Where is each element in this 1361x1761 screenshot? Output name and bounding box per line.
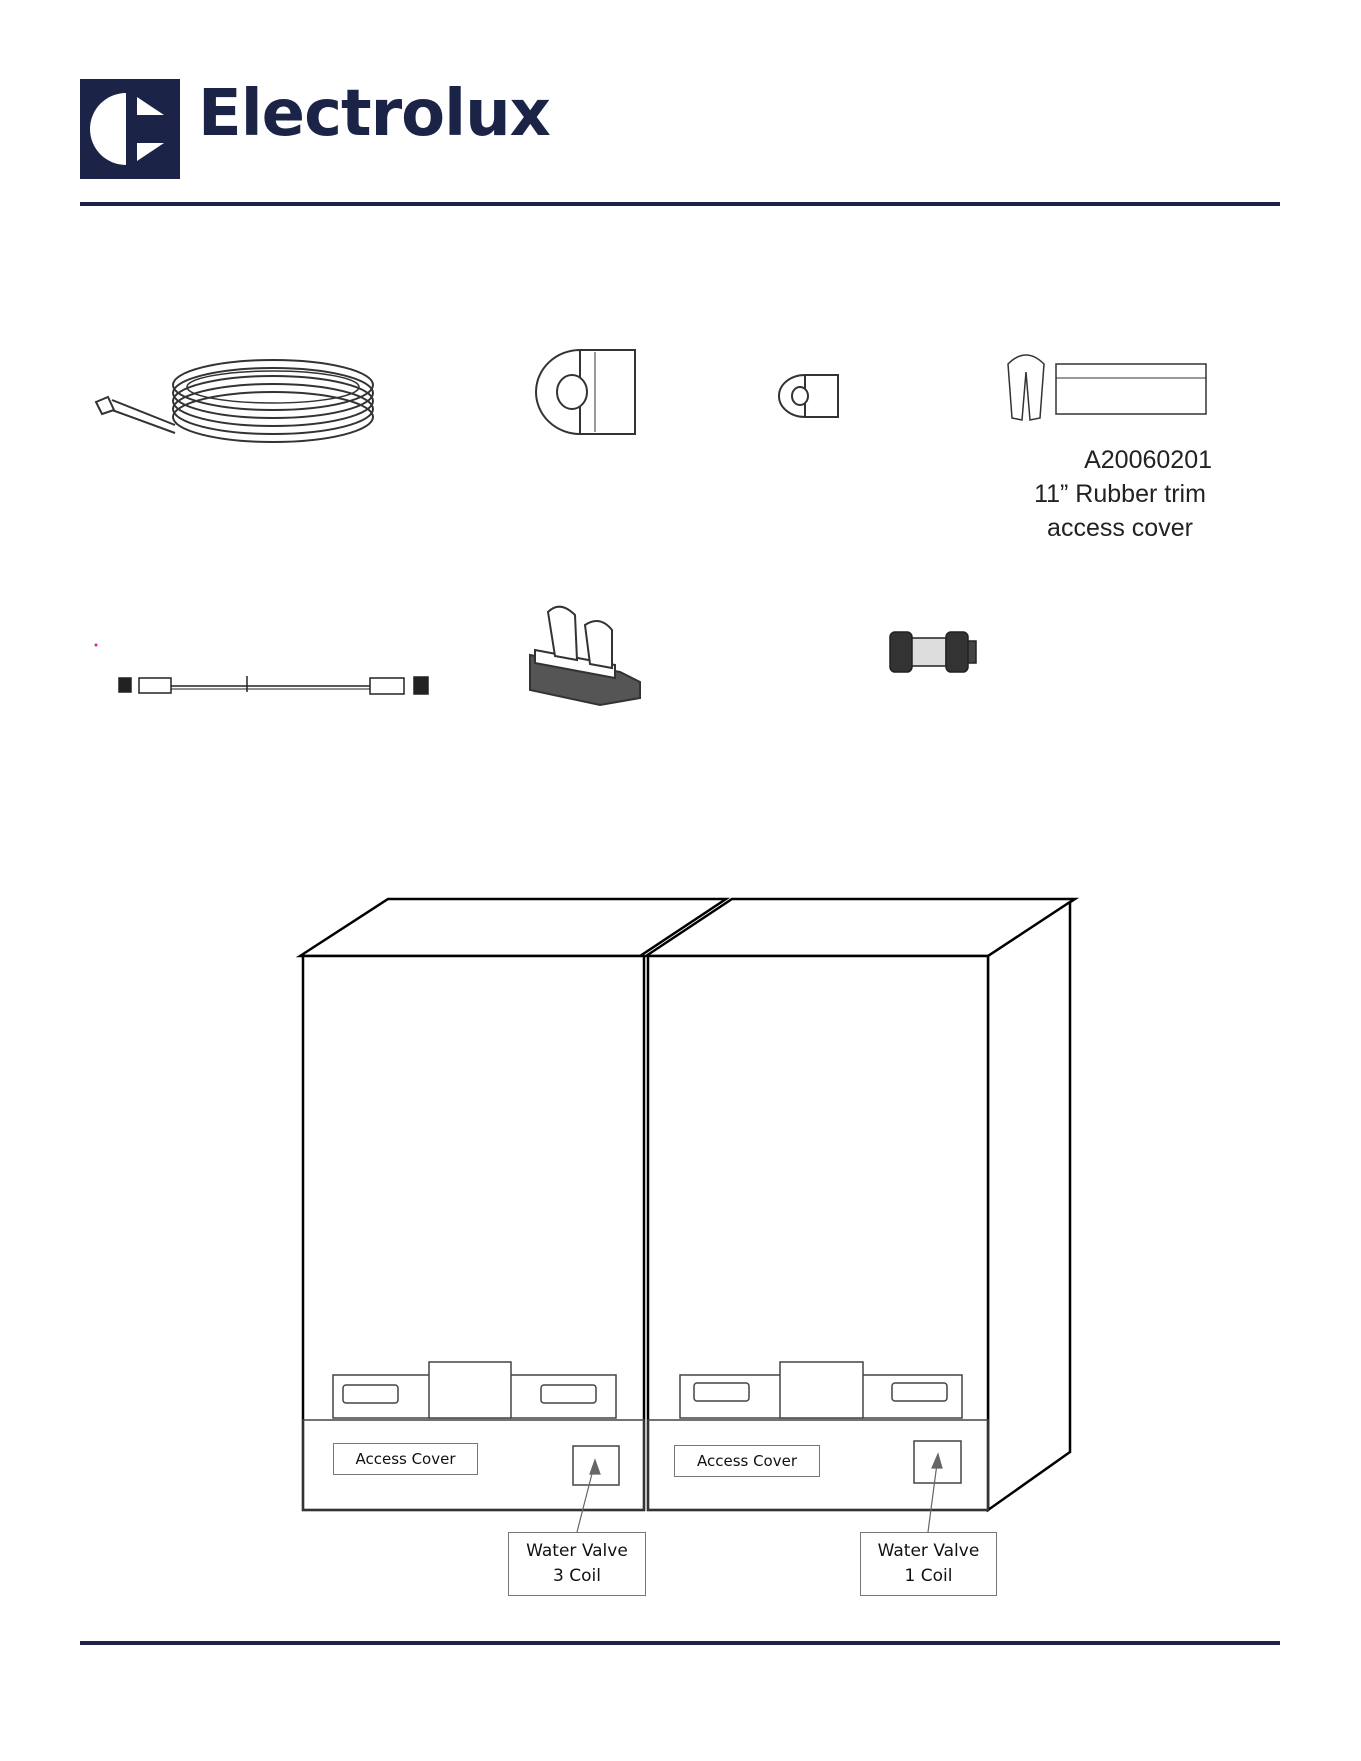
tie-mount-image [530,607,640,705]
right-cabinet-side [988,902,1070,1510]
right-valve-label-line2: 1 Coil [861,1564,996,1589]
rubber-trim-caption: A20060201 11” Rubber trim access cover [1000,443,1240,545]
parts-illustrations [0,0,1361,760]
right-control-module [780,1362,863,1418]
footer-rule [80,1641,1280,1645]
left-valve-label-line1: Water Valve [509,1539,645,1564]
right-cabinet-front [648,956,988,1510]
right-water-valve-callout: Water Valve 1 Coil [860,1532,997,1596]
right-access-cover-label: Access Cover [674,1445,820,1477]
rubber-trim-image [1008,355,1206,420]
small-clamp-image [779,375,838,417]
rubber-trim-part-number: A20060201 [1000,443,1240,477]
rubber-trim-description: access cover [1000,511,1240,545]
mark-dot [95,644,98,647]
rubber-trim-size: 11” Rubber trim [1000,477,1240,511]
left-control-module [429,1362,511,1418]
tubing-coil-image [96,360,373,442]
wire-harness-image [119,676,428,694]
left-valve-label-line2: 3 Coil [509,1564,645,1589]
left-water-valve-callout: Water Valve 3 Coil [508,1532,646,1596]
left-access-cover-label: Access Cover [333,1443,478,1475]
right-valve-label-line1: Water Valve [861,1539,996,1564]
cabinet-diagram [0,860,1361,1620]
large-clamp-image [536,350,635,434]
union-connector-image [890,632,976,672]
left-cabinet-front [303,956,644,1510]
